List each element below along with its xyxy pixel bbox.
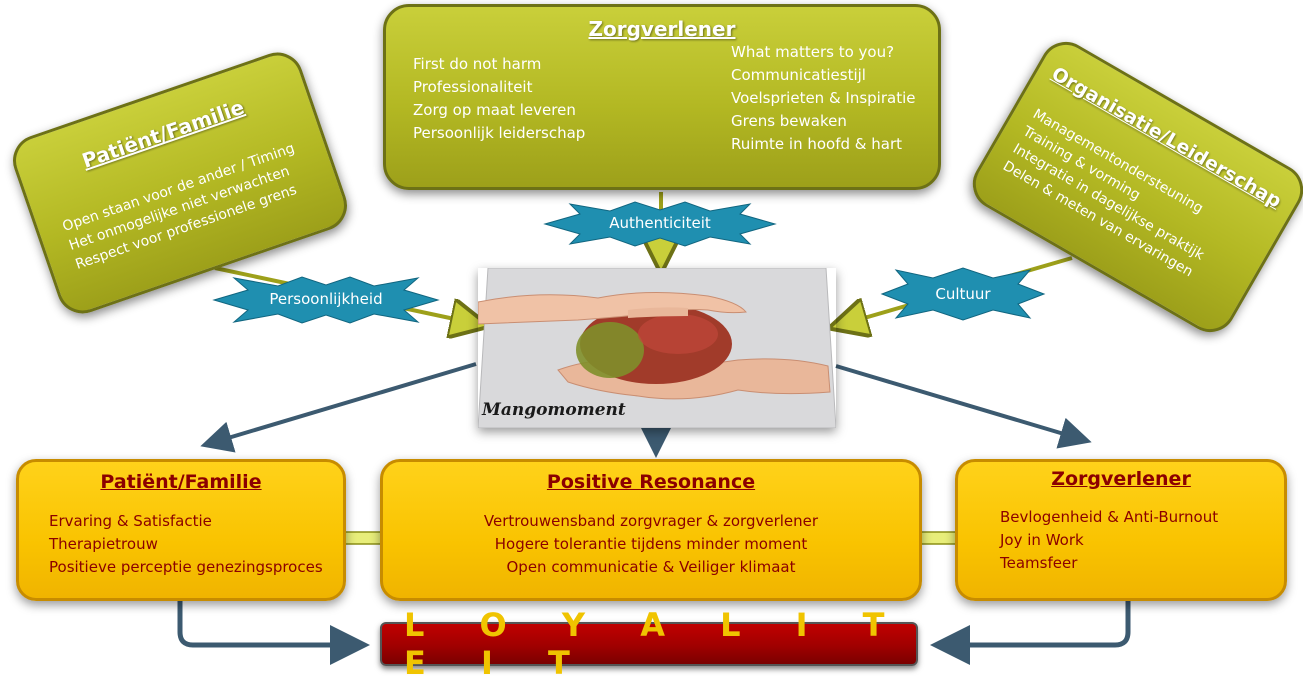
box-zorgverlener-bottom: Zorgverlener Bevlogenheid & Anti-Burnout…: [955, 459, 1287, 601]
line: Communicatiestijl: [731, 66, 866, 84]
box-title: Patiënt/Familie: [100, 471, 262, 493]
loyaliteit-bar: L O Y A L I T E I T: [380, 606, 918, 682]
line: Hogere tolerantie tijdens minder moment: [494, 535, 808, 553]
mango-photo: [478, 268, 836, 428]
arrow-image-to-bottom-right: [835, 364, 1092, 449]
right-column: What matters to you? Communicatiestijl V…: [731, 41, 916, 156]
line: Ervaring & Satisfactie: [49, 512, 212, 530]
line: Bevlogenheid & Anti-Burnout: [1000, 508, 1219, 526]
line: Teamsfeer: [1000, 554, 1078, 572]
line: Voelsprieten & Inspiratie: [731, 89, 916, 107]
box-title: Positive Resonance: [546, 471, 756, 493]
box-title: Zorgverlener: [1051, 468, 1191, 490]
line: Positieve perceptie genezingsproces: [49, 558, 323, 576]
line: What matters to you?: [731, 43, 895, 61]
line: Grens bewaken: [731, 112, 847, 130]
line: Vertrouwensband zorgvrager & zorgverlene…: [483, 512, 819, 530]
box-patient-familie-bottom: Patiënt/Familie Ervaring & Satisfactie T…: [16, 459, 346, 601]
line: Ruimte in hoofd & hart: [731, 135, 902, 153]
star-label-authenticiteit: Authenticiteit: [609, 214, 711, 232]
line: Joy in Work: [1000, 531, 1084, 549]
mango-image: Mangomoment: [478, 268, 836, 428]
arrow-image-to-bottom-left: [200, 362, 477, 453]
box-lines: Ervaring & Satisfactie Therapietrouw Pos…: [49, 510, 323, 579]
line: Open communicatie & Veiliger klimaat: [506, 558, 796, 576]
star-authenticiteit: [543, 201, 777, 247]
box-zorgverlener-top: Zorgverlener First do not harm Professio…: [383, 4, 941, 190]
line: Professionaliteit: [413, 78, 533, 96]
box-positive-resonance: Positive Resonance Vertrouwensband zorgv…: [380, 459, 922, 601]
box-title: Zorgverlener: [588, 17, 736, 41]
left-column: First do not harm Professionaliteit Zorg…: [413, 53, 585, 145]
star-cultuur: [880, 267, 1046, 321]
star-label-persoonlijkheid: Persoonlijkheid: [269, 290, 383, 308]
arrow-left-to-loyalty: [177, 600, 370, 665]
arrow-right-to-loyalty: [930, 600, 1131, 665]
line: First do not harm: [413, 55, 542, 73]
line: Persoonlijk leiderschap: [413, 124, 586, 142]
line: Therapietrouw: [49, 535, 158, 553]
box-lines: Bevlogenheid & Anti-Burnout Joy in Work …: [1000, 506, 1218, 575]
box-lines: Vertrouwensband zorgvrager & zorgverlene…: [383, 510, 919, 579]
line: Zorg op maat leveren: [413, 101, 576, 119]
mango-caption: Mangomoment: [482, 400, 626, 420]
loyaliteit-label: L O Y A L I T E I T: [404, 606, 907, 682]
star-persoonlijkheid: [212, 276, 440, 324]
star-label-cultuur: Cultuur: [935, 285, 991, 303]
